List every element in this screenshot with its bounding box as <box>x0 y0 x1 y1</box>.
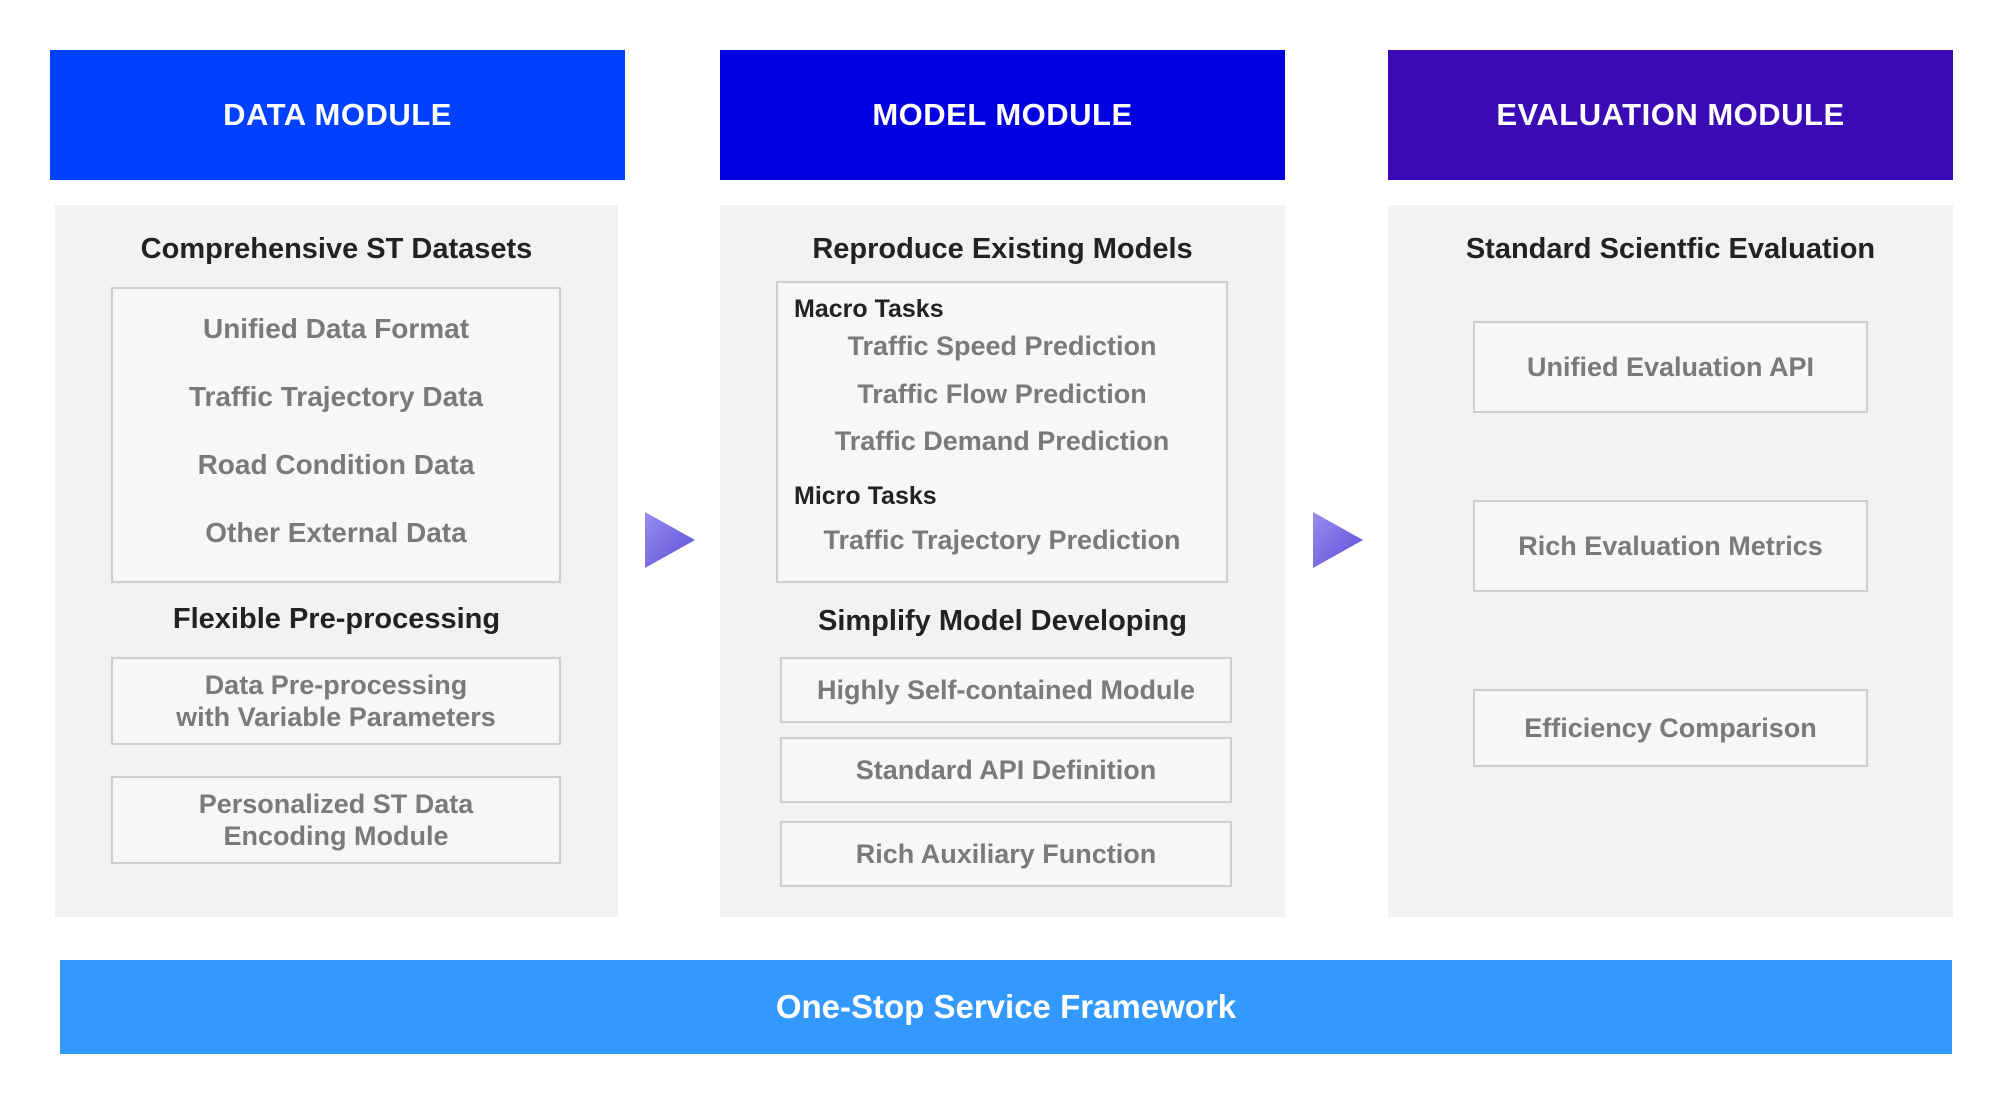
macro-task-item: Traffic Demand Prediction <box>834 426 1170 456</box>
data-module-panel: Comprehensive ST Datasets Unified Data F… <box>55 205 618 917</box>
dataset-item: Road Condition Data <box>197 449 475 480</box>
evaluation-box: Rich Evaluation Metrics <box>1473 500 1868 592</box>
micro-task-item: Traffic Trajectory Prediction <box>823 525 1181 555</box>
datasets-title: Comprehensive ST Datasets <box>140 233 533 265</box>
evaluation-box: Unified Evaluation API <box>1473 321 1868 413</box>
simplify-box: Highly Self-contained Module <box>780 657 1232 723</box>
evaluation-box: Efficiency Comparison <box>1473 689 1868 767</box>
macro-task-item: Traffic Speed Prediction <box>847 331 1157 361</box>
macro-task-item: Traffic Flow Prediction <box>857 379 1147 409</box>
evaluation-title: Standard Scientfic Evaluation <box>1465 233 1876 265</box>
encoding-box-line: Personalized ST Data <box>198 789 474 819</box>
preprocessing-title: Flexible Pre-processing <box>172 603 501 635</box>
evaluation-module-header: EVALUATION MODULE <box>1388 50 1953 180</box>
encoding-box-line: Encoding Module <box>223 821 449 851</box>
simplify-box: Standard API Definition <box>780 737 1232 803</box>
model-module-header: MODEL MODULE <box>720 50 1285 180</box>
tasks-box: Macro Tasks Traffic Speed Prediction Tra… <box>776 281 1228 583</box>
simplify-title: Simplify Model Developing <box>818 605 1187 637</box>
preprocessing-box-line: with Variable Parameters <box>176 702 496 732</box>
simplify-box: Rich Auxiliary Function <box>780 821 1232 887</box>
arrow-right-icon <box>1313 512 1363 568</box>
dataset-item: Other External Data <box>205 517 467 548</box>
macro-tasks-label: Macro Tasks <box>794 295 944 323</box>
evaluation-module-panel: Standard Scientfic Evaluation Unified Ev… <box>1388 205 1953 917</box>
preprocessing-box-line: Data Pre-processing <box>204 670 468 700</box>
datasets-box: Unified Data Format Traffic Trajectory D… <box>111 287 561 583</box>
dataset-item: Traffic Trajectory Data <box>188 381 484 412</box>
arrow-right-icon <box>645 512 695 568</box>
micro-tasks-label: Micro Tasks <box>794 482 937 510</box>
dataset-item: Unified Data Format <box>202 313 470 344</box>
preprocessing-box: Data Pre-processing with Variable Parame… <box>111 657 561 745</box>
model-module-panel: Reproduce Existing Models Macro Tasks Tr… <box>720 205 1285 917</box>
one-stop-framework-bar: One-Stop Service Framework <box>60 960 1952 1054</box>
encoding-box: Personalized ST Data Encoding Module <box>111 776 561 864</box>
reproduce-title: Reproduce Existing Models <box>812 233 1193 265</box>
data-module-header: DATA MODULE <box>50 50 625 180</box>
